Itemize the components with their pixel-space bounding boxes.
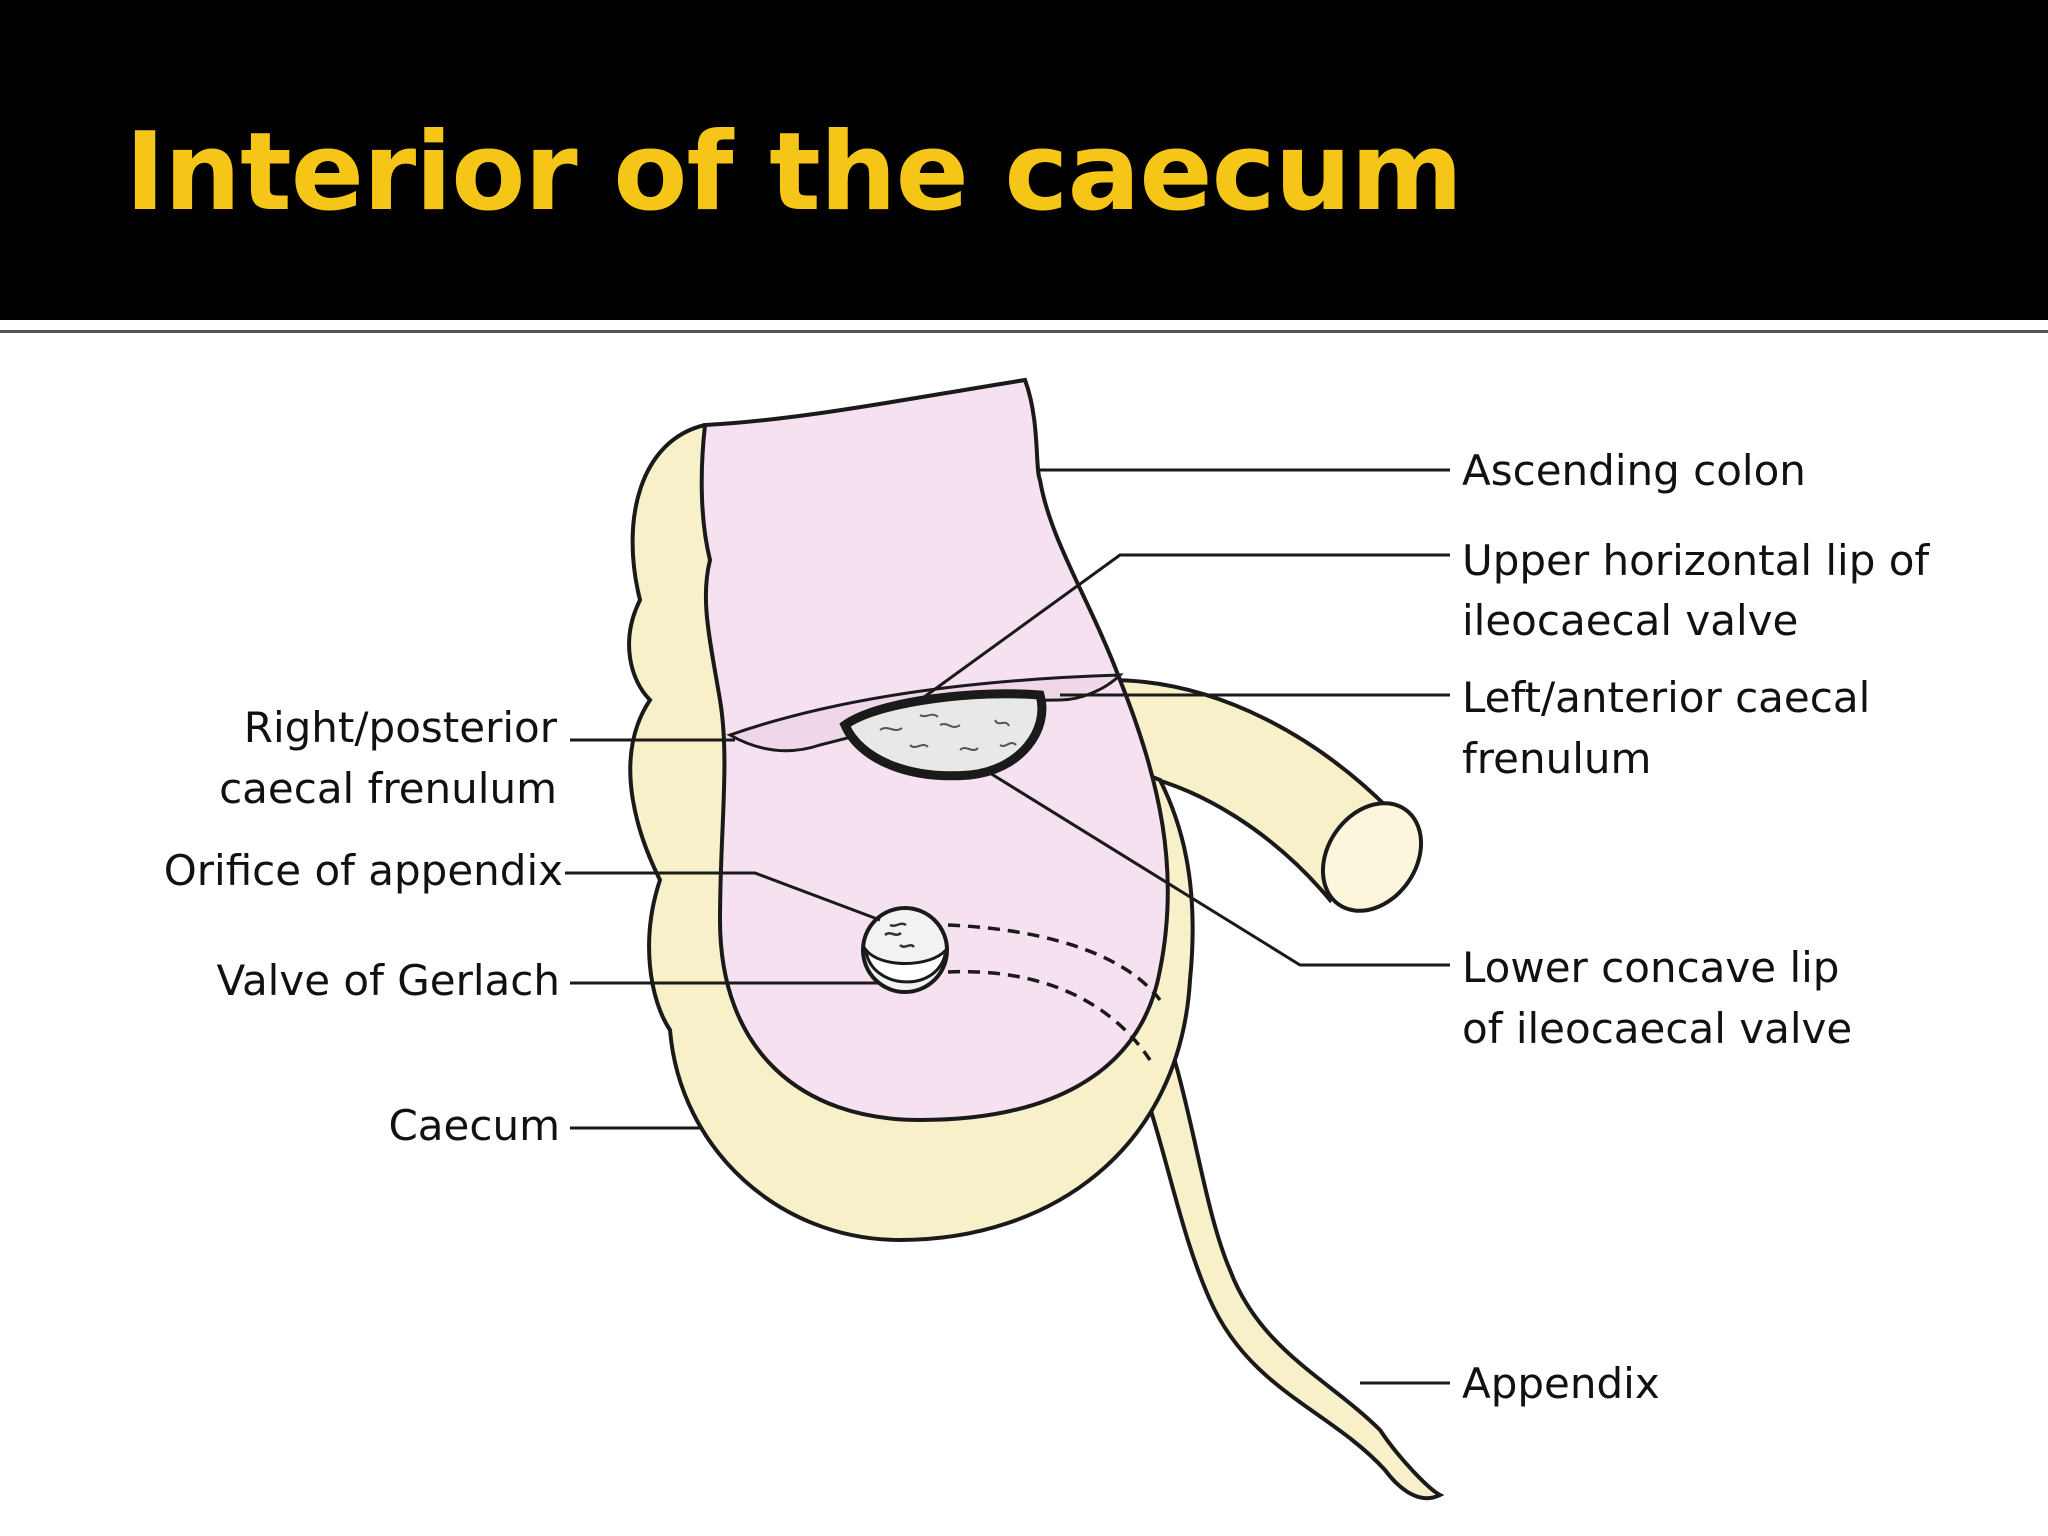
leader-lines (565, 468, 1450, 1385)
appendix-lumen-dashed-2 (947, 969, 1152, 1061)
title-divider (0, 330, 2048, 333)
valve-of-gerlach (863, 944, 949, 984)
label-upper-lip-line2: ileocaecal valve (1462, 596, 1798, 645)
appendix-lumen-dashed (947, 923, 1162, 1002)
label-right-frenulum-line1: Right/posterior (244, 703, 558, 752)
orifice-texture (879, 713, 1017, 751)
label-valve-gerlach: Valve of Gerlach (216, 956, 560, 1005)
appendix-orifice-texture (884, 922, 915, 948)
label-left-frenulum-line2: frenulum (1462, 734, 1651, 783)
label-right-frenulum-line2: caecal frenulum (219, 764, 557, 813)
label-orifice-appendix: Orifice of appendix (164, 846, 563, 895)
label-lower-lip-line2: of ileocaecal valve (1462, 1004, 1852, 1053)
ileum-opening (1320, 801, 1424, 913)
title-bar: Interior of the caecum (0, 0, 2048, 320)
label-caecum: Caecum (388, 1101, 560, 1150)
label-ascending-colon: Ascending colon (1462, 446, 1806, 495)
label-lower-lip-line1: Lower concave lip (1462, 943, 1839, 992)
label-upper-lip-line1: Upper horizontal lip of (1462, 536, 1930, 585)
label-appendix: Appendix (1462, 1359, 1660, 1408)
label-left-frenulum-line1: Left/anterior caecal (1462, 673, 1870, 722)
slide-title: Interior of the caecum (125, 110, 1463, 235)
